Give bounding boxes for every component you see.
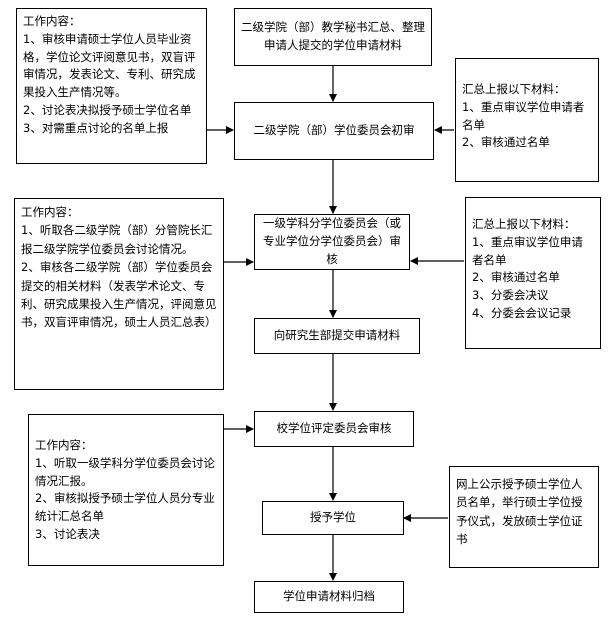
flow-step-7: 学位申请材料归档 bbox=[254, 581, 404, 613]
work-content-1-item: 2、讨论表决拟授予硕士学位名单 bbox=[23, 103, 192, 118]
work-content-box-3: 工作内容： 1、听取一级学科分学位委员会讨论情况汇报。 2、审核拟授予硕士学位人… bbox=[28, 414, 224, 566]
flow-step-5: 校学位评定委员会审核 bbox=[254, 411, 414, 447]
work-content-3-item: 2、审核拟授予硕士学位人员分专业统计汇总名单 bbox=[35, 491, 215, 524]
report-materials-2-header: 汇总上报以下材料： bbox=[472, 217, 576, 231]
publicity-text: 网上公示授予硕士学位人员名单，举行硕士学位授予仪式，发放硕士学位证书 bbox=[456, 477, 583, 547]
report-materials-1-item: 2、审核通过名单 bbox=[462, 135, 550, 150]
flow-step-2: 二级学院（部）学位委员会初审 bbox=[234, 102, 434, 160]
work-content-2-item: 2、审核各二级学院（部）学位委员会提交的相关材料（发表学术论文、专利、研究成果投… bbox=[21, 260, 217, 330]
report-materials-2-item: 2、审核通过名单 bbox=[472, 270, 560, 285]
work-content-1-item: 1、审核申请硕士学位人员毕业资格，学位论文评阅意见书，双盲评审情况，发表论文、专… bbox=[23, 31, 196, 100]
work-content-box-1: 工作内容： 1、审核申请硕士学位人员毕业资格，学位论文评阅意见书，双盲评审情况，… bbox=[16, 8, 207, 164]
flow-step-4-label: 向研究生部提交申请材料 bbox=[273, 328, 401, 343]
publicity-box: 网上公示授予硕士学位人员名单，举行硕士学位授予仪式，发放硕士学位证书 bbox=[449, 466, 599, 568]
work-content-box-2: 工作内容： 1、听取各二级学院（部）分管院长汇报二级学院学位委员会讨论情况。 2… bbox=[14, 198, 224, 390]
report-materials-box-2: 汇总上报以下材料： 1、重点审议学位申请者名单 2、审核通过名单 3、分委会决议… bbox=[465, 197, 601, 349]
work-content-2-item: 1、听取各二级学院（部）分管院长汇报二级学院学位委员会讨论情况。 bbox=[21, 223, 213, 256]
report-materials-box-1: 汇总上报以下材料： 1、重点审议学位申请者名单 2、审核通过名单 bbox=[455, 58, 599, 182]
flow-step-6-label: 授予学位 bbox=[310, 510, 356, 525]
work-content-1-item: 3、对需重点讨论的名单上报 bbox=[23, 120, 169, 135]
work-content-1-header: 工作内容： bbox=[23, 14, 81, 28]
flow-step-1-label: 二级学院（部）教学秘书汇总、整理申请人提交的学位申请材料 bbox=[241, 20, 425, 52]
report-materials-2-item: 4、分委会会议记录 bbox=[472, 306, 572, 321]
flow-step-3: 一级学科分学位委员会（或专业学位分学位委员会）审核 bbox=[254, 214, 410, 270]
report-materials-1-header: 汇总上报以下材料： bbox=[462, 82, 566, 96]
flow-step-3-label: 一级学科分学位委员会（或专业学位分学位委员会）审核 bbox=[263, 216, 401, 266]
flow-step-1: 二级学院（部）教学秘书汇总、整理申请人提交的学位申请材料 bbox=[234, 8, 432, 66]
report-materials-2-item: 1、重点审议学位申请者名单 bbox=[472, 234, 583, 267]
flow-step-7-label: 学位申请材料归档 bbox=[283, 589, 375, 604]
report-materials-2-item: 3、分委会决议 bbox=[472, 288, 549, 303]
report-materials-1-item: 1、重点审议学位申请者名单 bbox=[462, 99, 585, 132]
flow-step-5-label: 校学位评定委员会审核 bbox=[276, 421, 392, 436]
work-content-3-item: 1、听取一级学科分学位委员会讨论情况汇报。 bbox=[35, 455, 215, 488]
work-content-2-header: 工作内容： bbox=[21, 205, 79, 219]
flow-step-4: 向研究生部提交申请材料 bbox=[254, 318, 420, 354]
work-content-3-header: 工作内容： bbox=[35, 438, 93, 452]
work-content-3-item: 3、讨论表决 bbox=[35, 527, 100, 542]
flow-step-6: 授予学位 bbox=[262, 501, 404, 535]
flow-step-2-label: 二级学院（部）学位委员会初审 bbox=[253, 123, 415, 138]
